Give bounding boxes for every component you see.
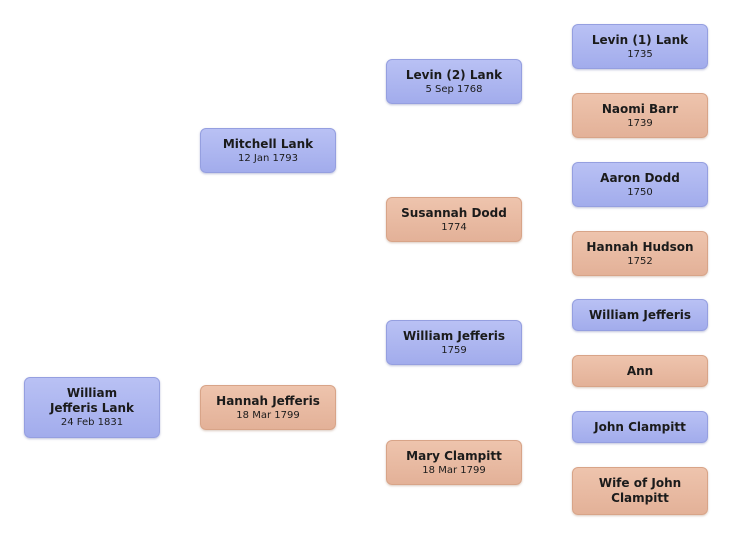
person-date: 24 Feb 1831 — [60, 417, 124, 428]
person-date: 1759 — [441, 344, 467, 356]
person-mary-clampitt[interactable]: Mary Clampitt 18 Mar 1799 — [386, 440, 522, 485]
person-mitchell-lank[interactable]: Mitchell Lank 12 Jan 1793 — [200, 128, 336, 173]
person-name: Levin (1) Lank — [591, 32, 689, 47]
person-wife-of-john-clampitt[interactable]: Wife of John Clampitt — [572, 467, 708, 515]
person-william-jefferis-eldest[interactable]: William Jefferis — [572, 299, 708, 331]
person-name: Hannah Jefferis — [216, 393, 320, 408]
person-name: William Jefferis Lank — [49, 386, 135, 415]
person-hannah-hudson[interactable]: Hannah Hudson 1752 — [572, 231, 708, 276]
person-levin-1-lank[interactable]: Levin (1) Lank 1735 — [572, 24, 708, 69]
person-aaron-dodd[interactable]: Aaron Dodd 1750 — [572, 162, 708, 207]
person-hannah-jefferis[interactable]: Hannah Jefferis 18 Mar 1799 — [200, 385, 336, 430]
person-john-clampitt[interactable]: John Clampitt — [572, 411, 708, 443]
person-date: 12 Jan 1793 — [238, 152, 298, 164]
person-naomi-barr[interactable]: Naomi Barr 1739 — [572, 93, 708, 138]
person-date: 1752 — [627, 255, 653, 267]
person-date: 18 Mar 1799 — [422, 464, 486, 476]
person-name: Levin (2) Lank — [405, 67, 503, 82]
person-name: Mary Clampitt — [406, 448, 502, 463]
person-name: Hannah Hudson — [586, 239, 694, 254]
person-name: William Jefferis — [402, 328, 506, 343]
person-name: Naomi Barr — [601, 101, 679, 116]
person-name: John Clampitt — [594, 419, 686, 434]
person-susannah-dodd[interactable]: Susannah Dodd 1774 — [386, 197, 522, 242]
person-date: 18 Mar 1799 — [236, 409, 300, 421]
person-william-jefferis-lank[interactable]: William Jefferis Lank 24 Feb 1831 — [24, 377, 160, 438]
person-name: Susannah Dodd — [401, 205, 507, 220]
person-name: Mitchell Lank — [222, 136, 314, 151]
person-date: 1739 — [627, 117, 653, 129]
person-ann[interactable]: Ann — [572, 355, 708, 387]
person-name: Ann — [626, 363, 654, 378]
person-levin-2-lank[interactable]: Levin (2) Lank 5 Sep 1768 — [386, 59, 522, 104]
person-date: 5 Sep 1768 — [425, 83, 483, 95]
person-date: 1750 — [627, 186, 653, 198]
person-date: 1774 — [441, 221, 467, 233]
person-william-jefferis-elder[interactable]: William Jefferis 1759 — [386, 320, 522, 365]
person-name: Wife of John Clampitt — [598, 476, 682, 505]
person-date: 1735 — [627, 48, 653, 60]
person-name: Aaron Dodd — [600, 170, 680, 185]
person-name: William Jefferis — [588, 307, 692, 322]
